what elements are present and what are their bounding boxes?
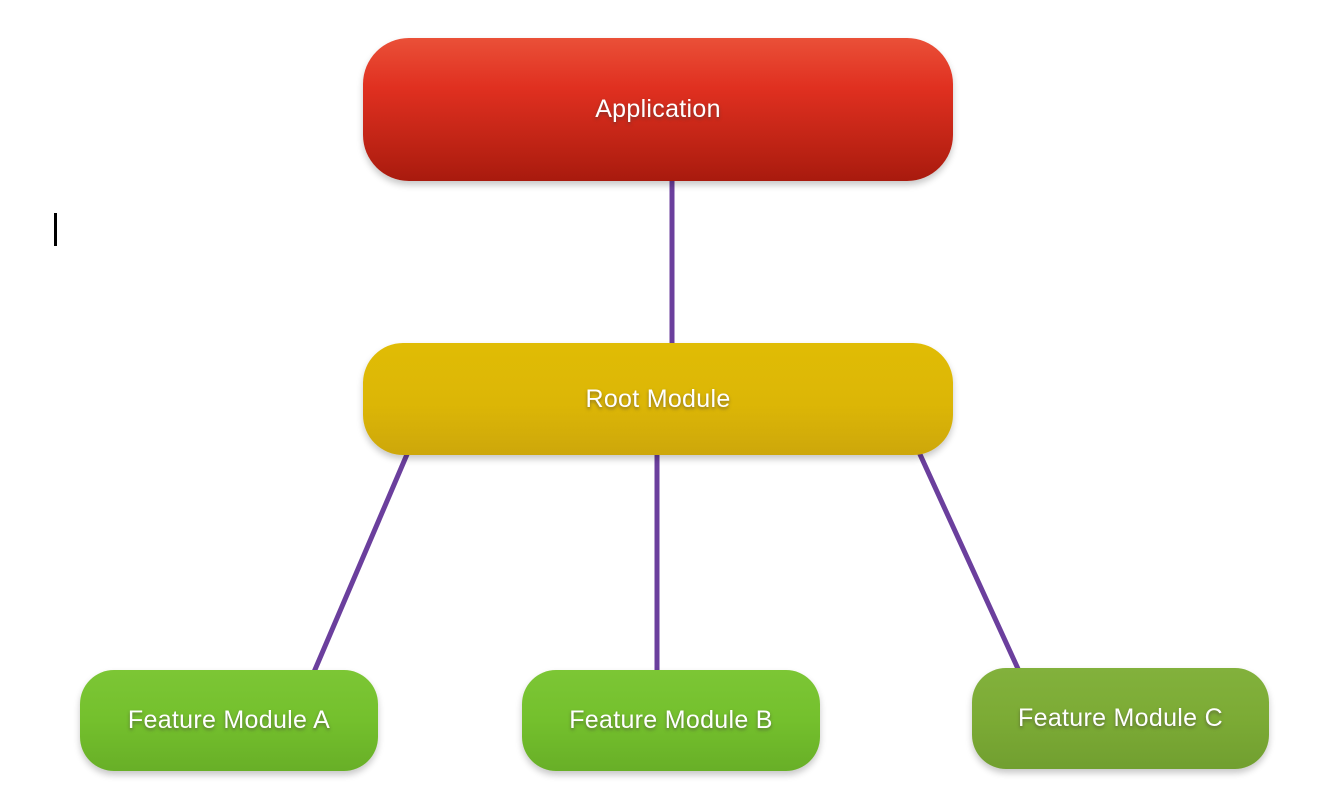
- node-feature-module-b-label: Feature Module B: [569, 706, 773, 734]
- node-feature-module-c-label: Feature Module C: [1018, 704, 1223, 732]
- node-feature-module-a[interactable]: Feature Module A: [80, 670, 378, 771]
- node-application[interactable]: Application: [363, 38, 953, 181]
- node-feature-module-c[interactable]: Feature Module C: [972, 668, 1269, 769]
- node-root-module-label: Root Module: [585, 384, 731, 413]
- edge-root-module-to-feature-module-c: [915, 447, 1022, 674]
- node-application-label: Application: [595, 95, 721, 123]
- node-feature-module-b[interactable]: Feature Module B: [522, 670, 820, 771]
- node-root-module[interactable]: Root Module: [363, 343, 953, 455]
- edge-root-module-to-feature-module-a: [311, 449, 411, 675]
- node-feature-module-a-label: Feature Module A: [127, 706, 331, 734]
- text-cursor: [54, 213, 57, 246]
